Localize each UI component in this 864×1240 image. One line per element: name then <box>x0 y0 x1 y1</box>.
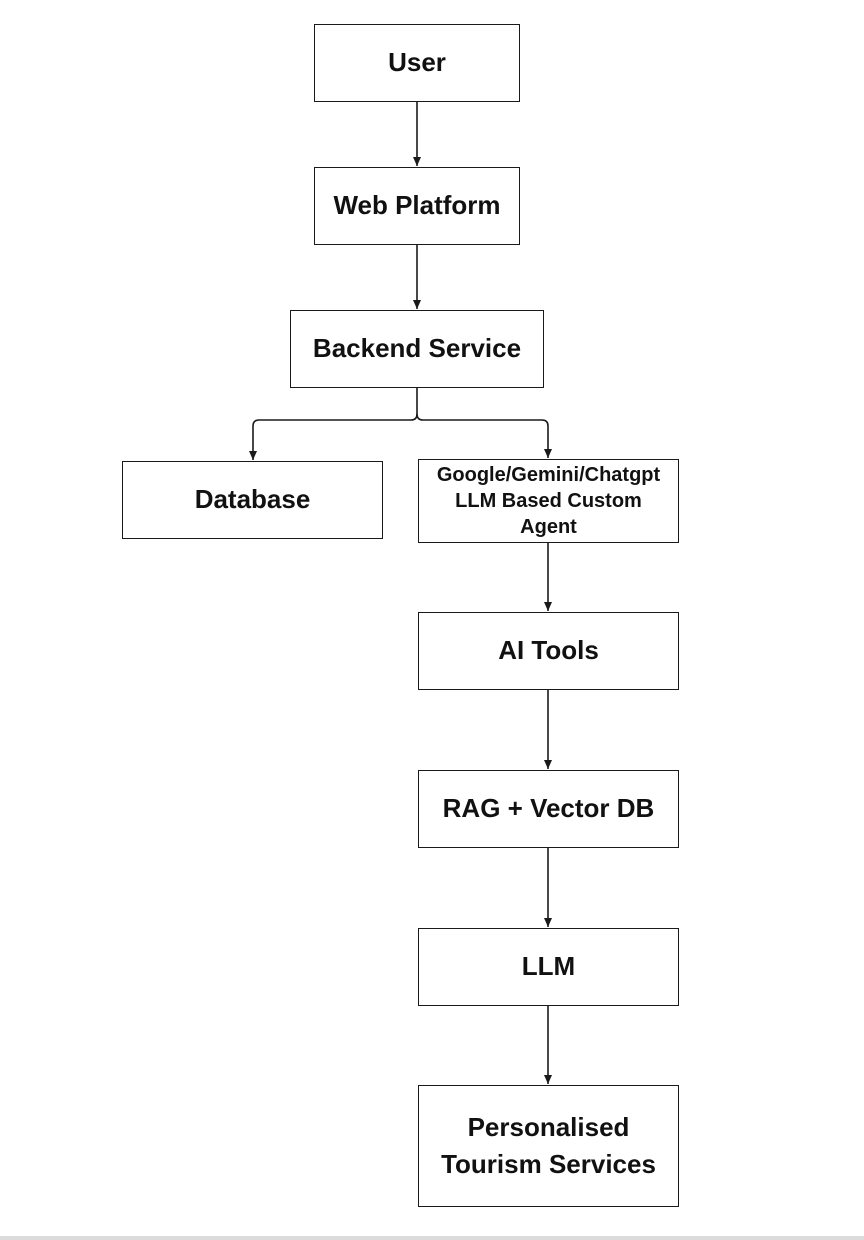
edge-backend-to-database <box>249 388 418 460</box>
node-ai-tools-label: AI Tools <box>498 635 599 666</box>
node-llm-agent: Google/Gemini/Chatgpt LLM Based Custom A… <box>418 459 679 543</box>
bottom-divider <box>0 1236 864 1240</box>
node-ai-tools: AI Tools <box>418 612 679 690</box>
node-rag-vector-db-label: RAG + Vector DB <box>442 793 655 824</box>
node-llm-agent-line-3: Agent <box>520 516 577 538</box>
node-database-label: Database <box>194 484 311 515</box>
node-tourism-services-line-2: Tourism Services <box>441 1149 656 1179</box>
node-tourism-services: Personalised Tourism Services <box>418 1085 679 1207</box>
node-web-platform-label: Web Platform <box>333 190 501 221</box>
node-llm-label: LLM <box>521 951 576 982</box>
node-database: Database <box>122 461 383 539</box>
node-backend-service: Backend Service <box>290 310 544 388</box>
node-backend-service-label: Backend Service <box>312 333 522 364</box>
node-llm: LLM <box>418 928 679 1006</box>
edge-backend-to-agent <box>416 413 552 458</box>
node-tourism-services-line-1: Personalised <box>467 1112 630 1143</box>
node-rag-vector-db: RAG + Vector DB <box>418 770 679 848</box>
node-user: User <box>314 24 520 102</box>
node-user-label: User <box>388 47 446 78</box>
node-web-platform: Web Platform <box>314 167 520 245</box>
node-llm-agent-line-2: LLM Based Custom <box>455 490 642 512</box>
node-llm-agent-line-1: Google/Gemini/Chatgpt <box>436 464 661 486</box>
